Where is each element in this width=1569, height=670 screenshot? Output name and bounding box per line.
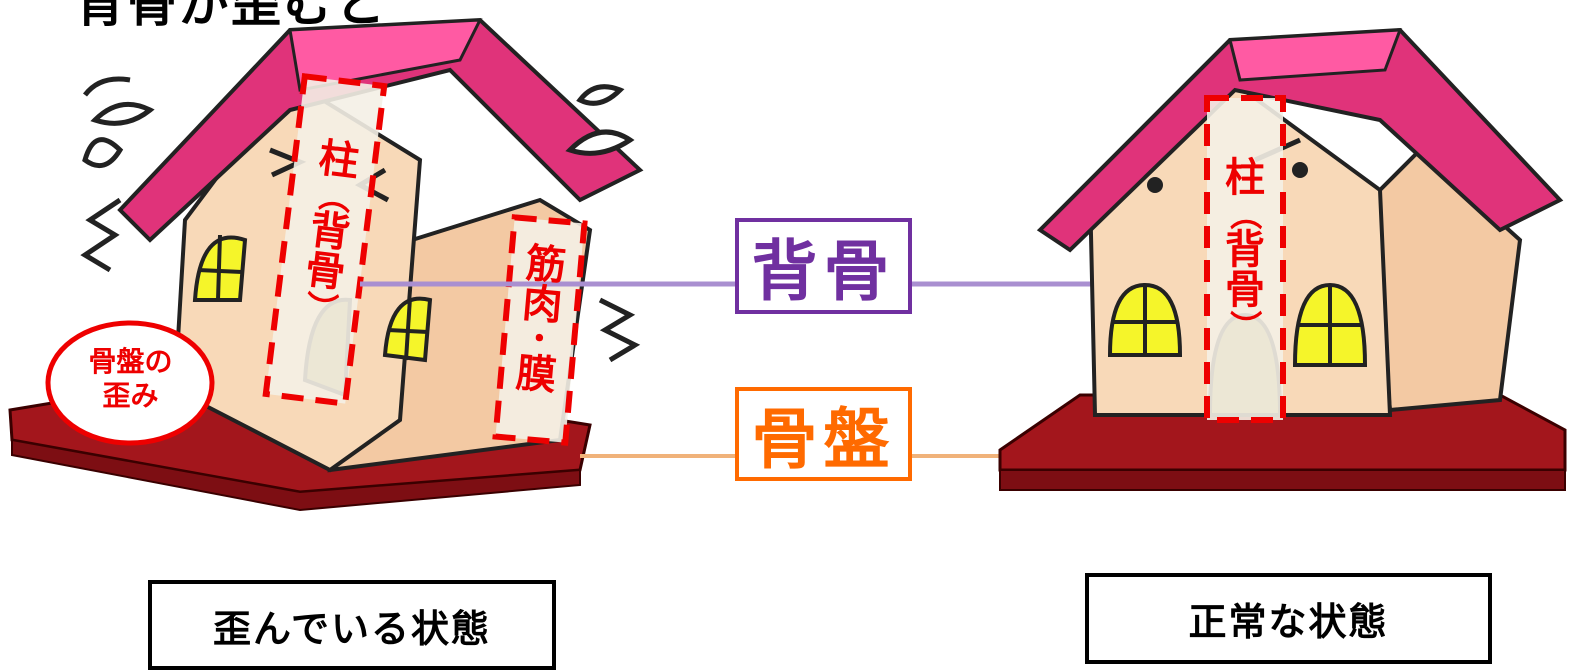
normal-state-label: 正常な状態 (1085, 573, 1492, 664)
label-char: 背 (1225, 227, 1265, 273)
spine-label: 背骨 (751, 233, 896, 310)
right-pillar-label: 柱 （ 背 骨 ） (1215, 158, 1275, 342)
left-muscle-marker (495, 217, 585, 443)
right-house (998, 27, 1567, 491)
left-house (8, 17, 644, 512)
right-house-window (1107, 282, 1183, 357)
pelvis-label-line: 骨盤の (88, 345, 173, 378)
left-house-window (382, 296, 433, 363)
right-pillar-marker (1207, 98, 1283, 420)
label-char: 柱 (1225, 155, 1265, 201)
pelvis-label-box: 骨盤 (735, 387, 912, 481)
right-house-window (1292, 282, 1368, 367)
sweat-drop-icon (83, 76, 131, 97)
sweat-drop-icon (565, 129, 635, 156)
distorted-state-label: 歪んでいる状態 (148, 580, 556, 670)
pelvis-label: 骨盤 (751, 401, 896, 478)
pelvis-label-line: 歪み (102, 378, 159, 412)
label-char: 膜 (514, 350, 559, 400)
spine-label-box: 背骨 (735, 218, 912, 314)
label-char: 骨 (1225, 267, 1265, 313)
shake-mark-icon (598, 297, 641, 363)
sweat-drop-icon (90, 101, 155, 126)
label-char: 骨 (302, 246, 348, 297)
label-char: 柱 (316, 135, 362, 186)
label-char: （ (1225, 197, 1264, 231)
label-char: （ (313, 178, 356, 215)
sweat-drop-icon (82, 137, 124, 169)
label-char: ） (1225, 309, 1264, 343)
sweat-drop-icon (576, 84, 625, 106)
label-char: ） (299, 289, 342, 326)
pelvis-distortion-ellipse (45, 320, 215, 446)
pelvis-distortion-label: 骨盤の 歪み (58, 345, 203, 412)
shake-mark-icon (80, 197, 122, 273)
left-house-window (192, 234, 248, 302)
